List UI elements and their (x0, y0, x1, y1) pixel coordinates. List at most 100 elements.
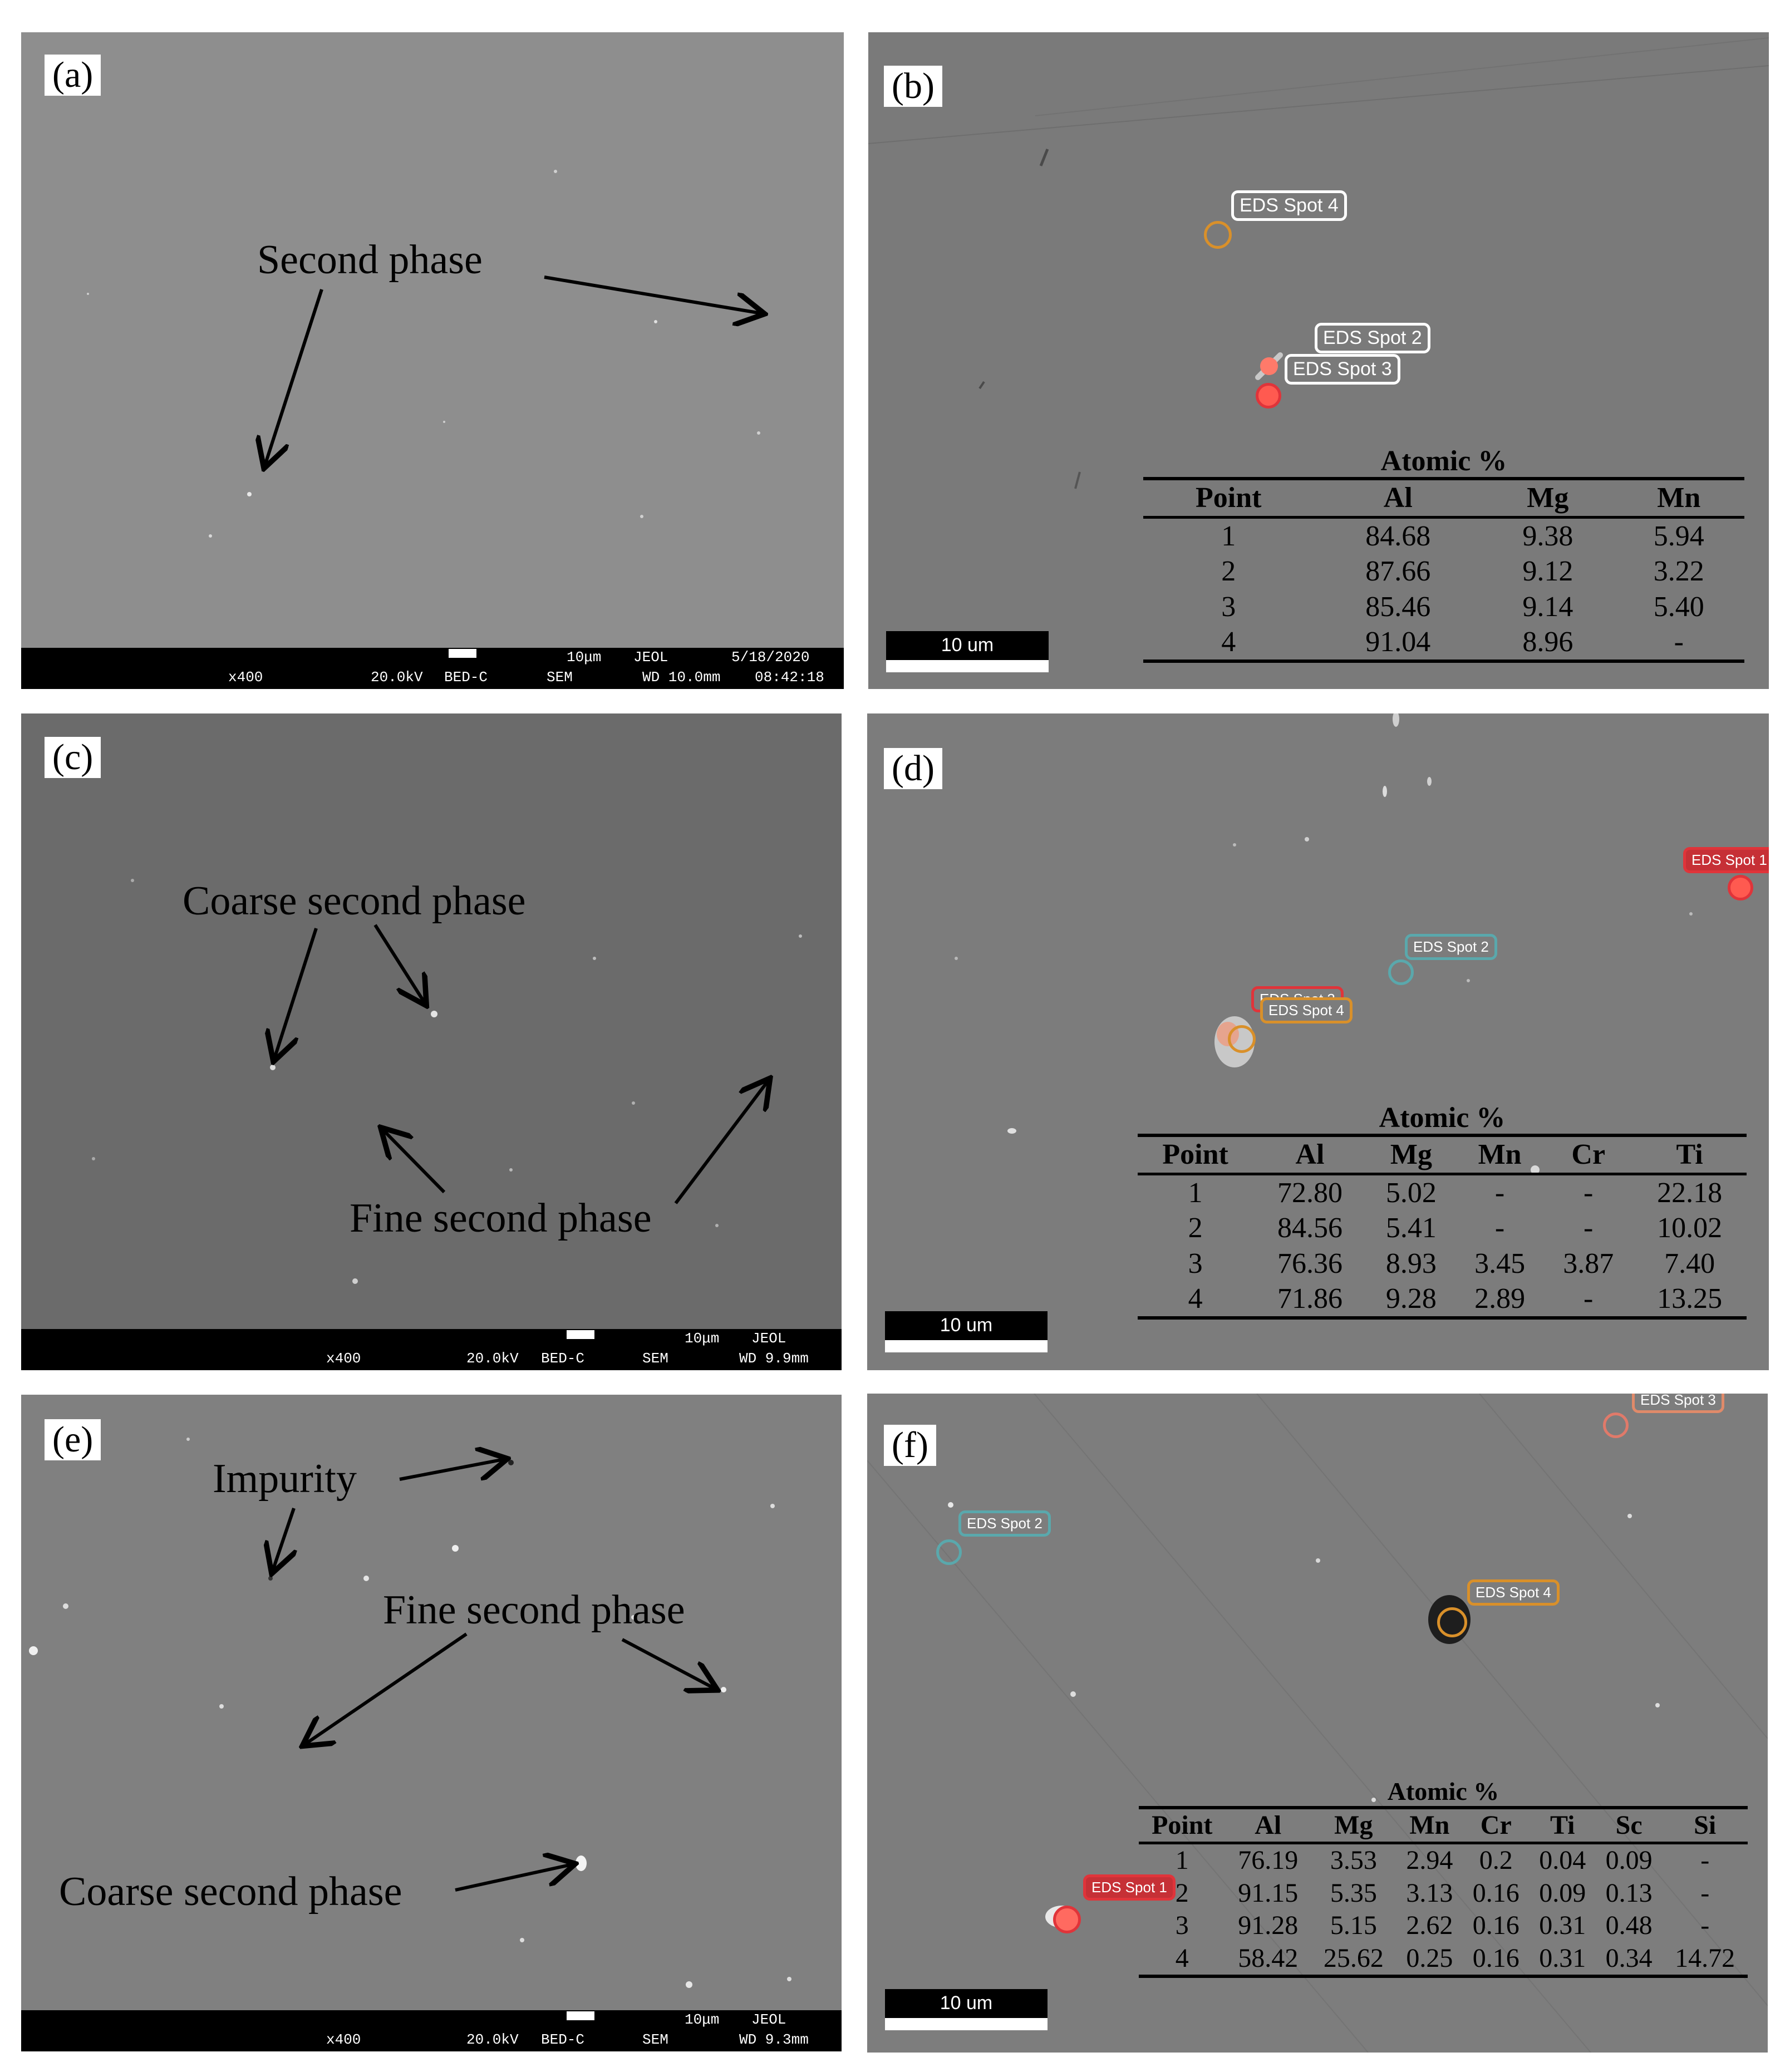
eds-marker-2 (936, 1539, 962, 1565)
table-row: 1 76.19 3.53 2.94 0.2 0.04 0.09 - (1139, 1843, 1748, 1877)
atomic-table: Atomic % Point Al Mg Mn 1 84.68 9.38 5.9… (1143, 445, 1744, 663)
scale-marker (567, 2011, 594, 2020)
eds-spot-label: EDS Spot 4 (1467, 1579, 1560, 1606)
sem-info-bar: 10μm JEOL 5/18/2020 x400 20.0kV BED-C SE… (21, 648, 844, 689)
table-cell: 0.25 (1396, 1942, 1463, 1979)
panel-e: (e) Impurity Fine second phase Coarse se… (21, 1395, 842, 2051)
table-cell: 5.02 (1385, 1177, 1437, 1209)
table-cell: 1 (1188, 1177, 1203, 1209)
table-header: Ti (1529, 1805, 1596, 1845)
panel-label: (c) (45, 737, 101, 778)
table-cell: 9.14 (1522, 590, 1573, 623)
table-cell: 85.46 (1365, 590, 1431, 623)
table-header: Mg (1366, 1134, 1455, 1175)
table-cell: 4 (1139, 1942, 1226, 1979)
table-cell: 3 (1221, 590, 1236, 623)
table-cell: 5.41 (1385, 1212, 1437, 1244)
table-cell: 4 (1138, 1281, 1253, 1320)
table-row: 2 87.66 9.12 3.22 (1143, 554, 1744, 589)
table-cell: 4 (1143, 624, 1314, 663)
eds-spot-label: EDS Spot 3 (1632, 1394, 1724, 1413)
table-cell: 91.15 (1238, 1878, 1299, 1908)
scale-line (886, 660, 1049, 672)
table-header: Point (1138, 1134, 1253, 1175)
table-cell: 5.94 (1653, 520, 1704, 552)
table-cell: - (1544, 1281, 1633, 1320)
table-cell: 1 (1221, 520, 1236, 552)
kv-text: 20.0kV (466, 2031, 519, 2048)
table-cell: 76.19 (1238, 1845, 1299, 1876)
scale-line (885, 1340, 1048, 1352)
mag-text: x400 (326, 2031, 361, 2048)
table-cell: 0.31 (1539, 1911, 1586, 1941)
annotation-coarse-phase: Coarse second phase (59, 1869, 402, 1914)
scale-bar: 10 um (885, 1989, 1048, 2030)
table-cell: 7.40 (1664, 1247, 1715, 1279)
table-cell: 0.09 (1539, 1878, 1586, 1908)
eds-marker-4 (1204, 221, 1232, 249)
table-cell: 2.94 (1406, 1845, 1453, 1876)
table-header-row: Point Al Mg Mn (1143, 477, 1744, 519)
eds-spot-label: EDS Spot 3 (1285, 354, 1400, 385)
table-cell: 3 (1175, 1911, 1189, 1941)
eds-spot-label: EDS Spot 2 (958, 1510, 1051, 1537)
table-cell: 0.34 (1595, 1942, 1663, 1979)
table-cell: 3.53 (1330, 1845, 1377, 1876)
scale-text: 10 um (940, 1992, 993, 2014)
table-row: 2 91.15 5.35 3.13 0.16 0.09 0.13 - (1139, 1877, 1748, 1910)
table-row: 1 84.68 9.38 5.94 (1143, 517, 1744, 554)
table-cell: 3.13 (1406, 1878, 1453, 1908)
scale-text: 10μm (685, 2011, 720, 2028)
table-header: Si (1662, 1805, 1748, 1845)
table-row: 3 85.46 9.14 5.40 (1143, 589, 1744, 624)
atomic-table: Atomic % Point Al Mg Mn Cr Ti 1 72.80 5.… (1138, 1102, 1747, 1320)
table-header: Mn (1455, 1134, 1545, 1175)
panel-label: (d) (884, 748, 942, 789)
table-header: Cr (1463, 1805, 1530, 1845)
table-cell: 3.87 (1563, 1247, 1614, 1279)
table-cell: 0.16 (1472, 1878, 1519, 1908)
table-cell: 9.38 (1522, 520, 1573, 552)
table-cell: 8.96 (1482, 624, 1614, 663)
scale-text: 10μm (685, 1330, 720, 1347)
table-row: 4 58.42 25.62 0.25 0.16 0.31 0.34 14.72 (1139, 1942, 1748, 1979)
detector-text: BED-C (444, 669, 488, 686)
sem-info-bar: 10μm JEOL x400 20.0kV BED-C SEM WD 9.9mm (21, 1329, 842, 1370)
wd-text: WD 9.9mm (739, 1350, 809, 1367)
table-header: Point (1143, 477, 1314, 519)
annotation-second-phase: Second phase (257, 237, 483, 283)
scale-marker (567, 1330, 594, 1339)
table-cell: 2 (1175, 1878, 1189, 1908)
table-cell: - (1584, 1212, 1594, 1244)
table-cell: 9.12 (1522, 555, 1573, 588)
eds-spot-label: EDS Spot 4 (1260, 997, 1353, 1023)
scale-line (885, 2018, 1048, 2030)
scale-bar: 10 um (886, 631, 1049, 672)
brand-text: JEOL (751, 1330, 786, 1347)
table-cell: 84.56 (1277, 1212, 1342, 1244)
table-header: Cr (1544, 1134, 1633, 1175)
kv-text: 20.0kV (466, 1350, 519, 1367)
table-caption: Atomic % (1379, 1102, 1506, 1134)
table-cell: 71.86 (1253, 1281, 1367, 1320)
eds-spot-label: EDS Spot 1 (1083, 1874, 1176, 1901)
table-header: Ti (1632, 1134, 1747, 1175)
eds-spot-label: EDS Spot 1 (1683, 847, 1769, 873)
brand-text: JEOL (633, 649, 668, 666)
table-cell: 3.45 (1474, 1247, 1526, 1279)
table-cell: 87.66 (1365, 555, 1431, 588)
table-cell: 91.28 (1238, 1911, 1299, 1941)
panel-label: (a) (45, 55, 101, 96)
table-cell: - (1584, 1177, 1594, 1209)
mode-text: SEM (547, 669, 573, 686)
table-caption: Atomic % (1387, 1777, 1499, 1805)
panel-label: (f) (884, 1425, 936, 1466)
mode-text: SEM (642, 2031, 668, 2048)
sem-image-texture (87, 170, 760, 538)
date-text: 5/18/2020 (731, 649, 810, 666)
table-cell: 76.36 (1277, 1247, 1342, 1279)
table-cell: 10.02 (1657, 1212, 1723, 1244)
panel-b: (b) EDS Spot 4 EDS Spot 2 EDS Spot 3 Ato… (868, 32, 1769, 689)
eds-marker-4 (1437, 1607, 1467, 1637)
panel-d: (d) EDS Spot 1 EDS Spot 2 EDS Spot 3 EDS… (867, 713, 1769, 1370)
